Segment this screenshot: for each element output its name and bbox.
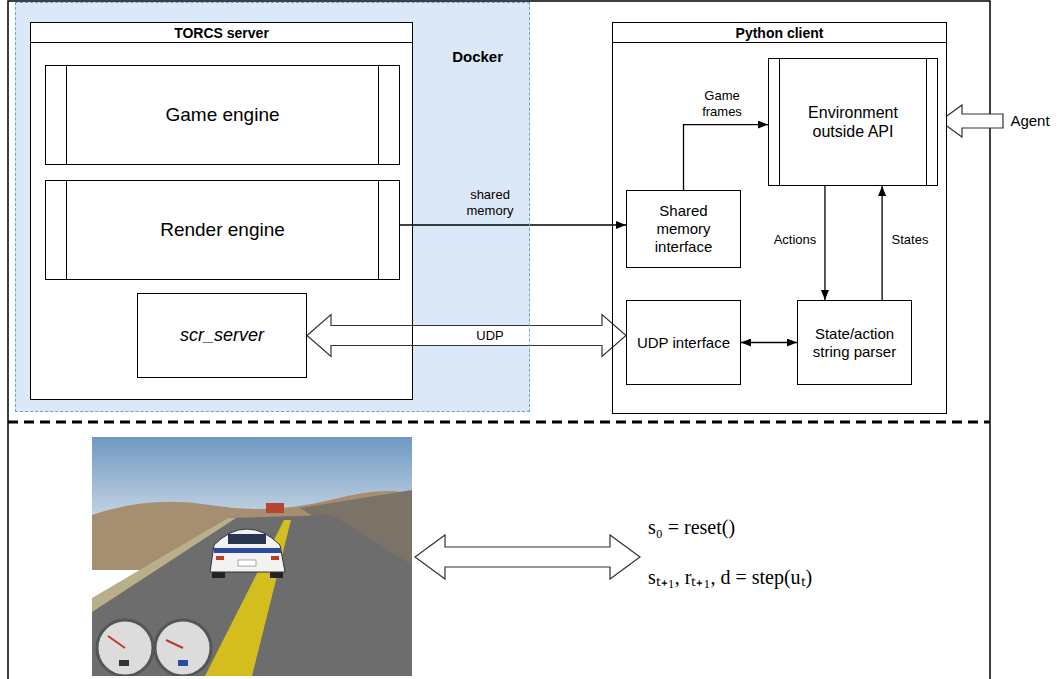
distant-truck <box>266 503 284 513</box>
node-label: Environment outside API <box>785 103 921 141</box>
connector-arrow <box>741 342 797 343</box>
car-light <box>271 556 279 560</box>
outer-frame <box>8 1 990 679</box>
car-light <box>216 556 224 560</box>
region-title: Docker <box>452 48 503 66</box>
equation: sₜ₊₁, rₜ₊₁, d = step(uₜ) <box>648 565 812 589</box>
equation: s₀ = reset() <box>648 515 735 539</box>
header-rule <box>31 42 412 43</box>
road <box>92 515 412 676</box>
process-box: scr_server <box>137 293 307 378</box>
process-box: Game engine <box>45 65 400 165</box>
car-body <box>210 529 285 572</box>
header-rule <box>613 42 946 43</box>
process-bar <box>378 66 379 164</box>
process-box: Shared memory interface <box>626 190 741 268</box>
node-label: UDP interface <box>637 334 730 352</box>
connector-arrow <box>684 125 769 190</box>
gauge-needle <box>166 640 183 648</box>
box-title: Python client <box>736 25 824 42</box>
tachometer <box>97 620 153 676</box>
connector-arrow <box>824 186 825 300</box>
process-box: State/action string parser <box>797 300 912 385</box>
speedometer <box>155 620 211 676</box>
edge-label: shared memory <box>457 187 523 218</box>
connector-arrow <box>400 224 626 225</box>
process-bar <box>378 181 379 279</box>
docker-region: Docker TORCS serverGame engineRender engi… <box>15 2 530 412</box>
actor-label: Agent <box>1010 112 1049 130</box>
box-fill <box>612 22 947 414</box>
edge-label: UDP <box>474 328 505 344</box>
container-box: TORCS serverGame engineRender engine scr_… <box>30 22 413 400</box>
connector-arrow <box>881 186 882 300</box>
number-plate <box>238 560 256 566</box>
process-box: Environment outside API <box>768 58 938 186</box>
udp-link-arrow <box>307 315 626 357</box>
process-bar <box>66 66 67 164</box>
process-bar <box>926 59 927 185</box>
process-bar <box>779 59 780 185</box>
section-divider <box>8 421 990 424</box>
edge-label: States <box>890 232 931 248</box>
interface-arrow <box>415 535 640 579</box>
node-label: Render engine <box>160 219 285 242</box>
game-screenshot <box>92 437 412 676</box>
car-window <box>228 534 266 544</box>
yellow-line <box>205 520 291 676</box>
process-box: Render engine <box>45 180 400 280</box>
container-box: Python clientEnvironment outside API Shar… <box>612 22 947 414</box>
node-label: Shared memory interface <box>633 202 734 256</box>
box-fill <box>15 2 530 412</box>
process-bar <box>66 181 67 279</box>
car-stripe <box>214 548 281 553</box>
edge-label: Actions <box>772 232 819 248</box>
agent-arrow <box>940 105 1003 137</box>
node-label: State/action string parser <box>804 325 905 361</box>
edge-label: Game frames <box>693 88 751 119</box>
gauge-needle <box>108 636 125 648</box>
node-label: Game engine <box>165 104 279 127</box>
process-box: UDP interface <box>626 300 741 385</box>
gauge-display <box>178 660 188 666</box>
node-label: scr_server <box>180 325 264 347</box>
box-title: TORCS server <box>174 25 269 42</box>
gauge-display <box>119 660 129 666</box>
